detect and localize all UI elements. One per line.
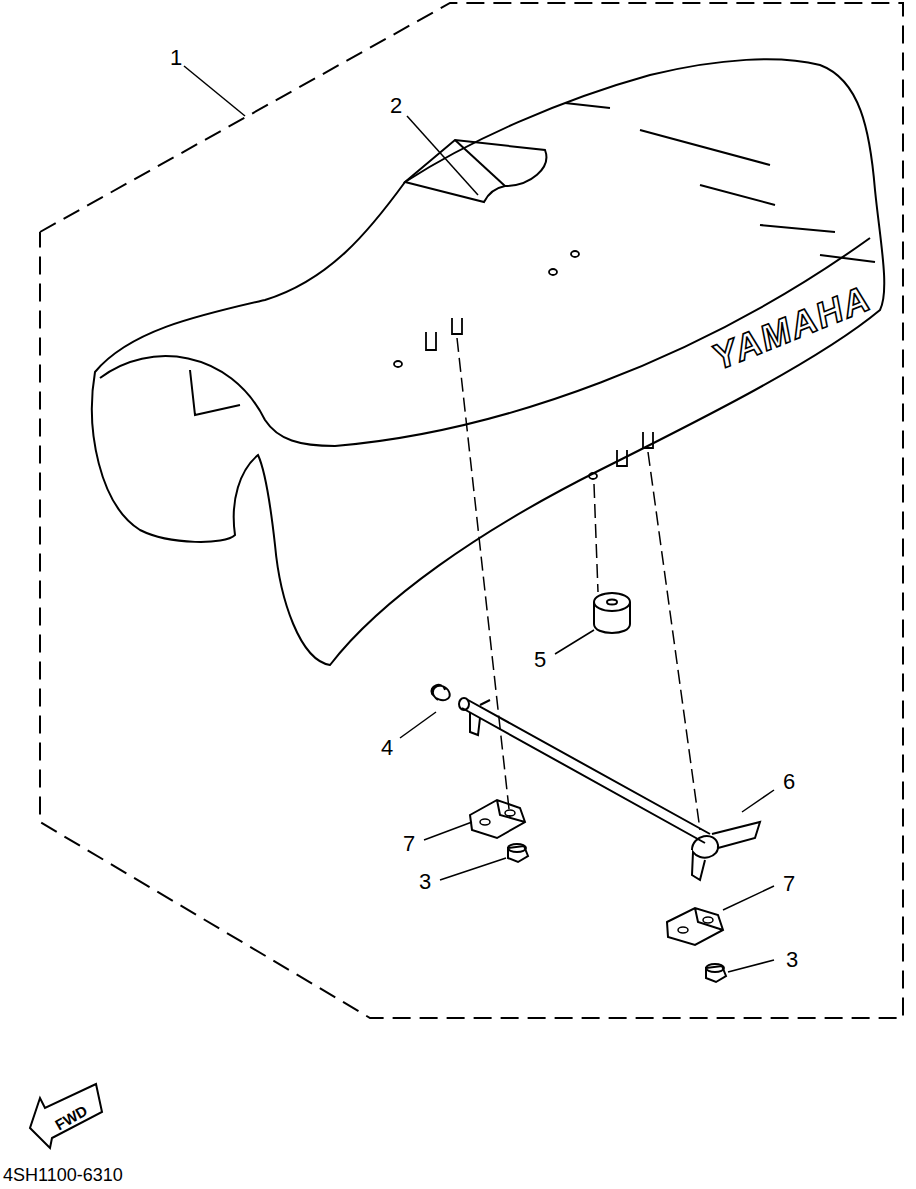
hinge-rod bbox=[459, 698, 760, 880]
seat-trim-lines bbox=[565, 103, 875, 262]
assembly-lines bbox=[457, 338, 700, 830]
seat-inner bbox=[190, 370, 240, 415]
seat-tab-edge bbox=[455, 140, 505, 186]
callout-number: 7 bbox=[403, 833, 415, 855]
callout-number: 4 bbox=[381, 737, 393, 759]
bracket bbox=[667, 908, 723, 945]
callout-number: 5 bbox=[534, 649, 546, 671]
mounting-holes bbox=[394, 251, 653, 479]
callout-number: 3 bbox=[419, 871, 431, 893]
seat-outline bbox=[92, 59, 884, 665]
spring bbox=[431, 685, 450, 700]
nut bbox=[508, 844, 726, 982]
leader-lines bbox=[184, 66, 774, 972]
fwd-arrow bbox=[30, 1084, 102, 1148]
assembly-boundary bbox=[40, 3, 903, 1018]
callout-number: 3 bbox=[786, 949, 798, 971]
callout-number: 6 bbox=[783, 771, 795, 793]
callout-number: 2 bbox=[390, 95, 402, 117]
brand-logo: YAMAHA bbox=[707, 280, 876, 376]
part-code: 4SH1100-6310 bbox=[3, 1166, 123, 1184]
damper bbox=[594, 593, 630, 633]
callout-number: 7 bbox=[783, 873, 795, 895]
bracket bbox=[470, 800, 525, 838]
callout-number: 1 bbox=[170, 47, 182, 69]
